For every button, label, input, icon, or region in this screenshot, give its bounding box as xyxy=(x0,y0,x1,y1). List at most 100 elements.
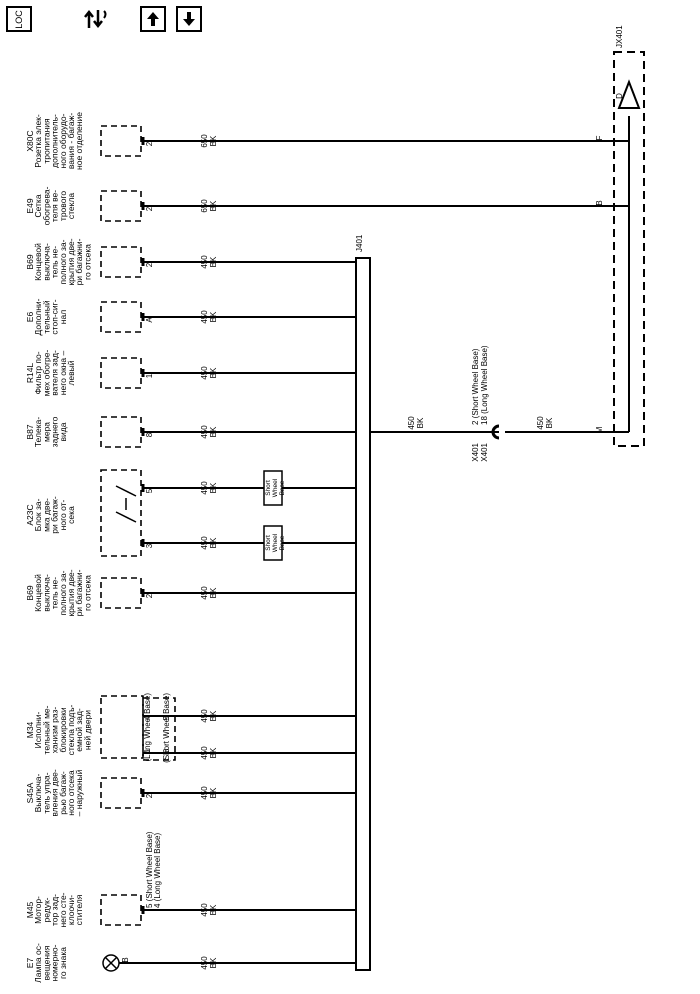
component-x80c-label: дополнитель- xyxy=(50,114,60,168)
component-m45-label: него сте- xyxy=(58,892,68,927)
component-b69b-label: крытия две- xyxy=(66,569,76,616)
a23c-switch-contact-1 xyxy=(115,485,137,497)
wire-e49-gauge: 650 xyxy=(200,199,209,213)
component-r14l-label: вателя зад- xyxy=(50,350,60,396)
component-m34-pin1: 1 xyxy=(143,748,152,753)
component-e6-pin: A xyxy=(145,317,154,323)
component-m45-label: редук- xyxy=(41,897,51,922)
wire-x80c-gauge: 650 xyxy=(200,134,209,148)
jx401-pin-m: M xyxy=(595,426,604,433)
component-a23c-connector-box xyxy=(100,469,142,557)
component-s45a-pin: 2 xyxy=(145,793,154,798)
e7-lamp-cross-2 xyxy=(104,956,118,970)
wire-x401-jx401-color: BK xyxy=(545,417,554,428)
component-m45-label: тор зад- xyxy=(50,894,60,926)
wire-x80c-color: BK xyxy=(209,135,218,146)
wire-x401-jx401-gauge: 450 xyxy=(536,416,545,430)
component-b69b-label: Концевой xyxy=(33,574,43,612)
swap-arrows-icon xyxy=(84,9,107,29)
component-r14l-label: Фильтр по- xyxy=(33,351,43,394)
component-e7-label: го знака xyxy=(58,947,68,979)
component-m45-pin-short: 5 (Short Wheel Base) xyxy=(145,831,154,908)
wire-m45-color: BK xyxy=(209,904,218,915)
component-e6-label: тельный xyxy=(41,300,51,333)
jx401-label: JX401 xyxy=(615,25,624,48)
short-wheel-base-label: Wheel xyxy=(272,533,279,552)
wire-j401-x401-color: BK xyxy=(416,417,425,428)
component-b69b-connector-box xyxy=(100,577,142,609)
wire-e49-color: BK xyxy=(209,200,218,211)
component-e49-connector-box xyxy=(100,190,142,222)
component-b87-connector-box xyxy=(100,416,142,448)
component-b69a-label: Концевой xyxy=(33,243,43,281)
component-s45a-label: рью багаж- xyxy=(58,771,68,815)
component-m34-label: блокировки xyxy=(58,707,68,752)
component-m45-label: стителя xyxy=(74,894,84,925)
component-b69a-label: ри багажни- xyxy=(74,238,84,285)
x401-inline-connector-symbol xyxy=(491,424,500,440)
component-b69b-label: B69 xyxy=(25,585,35,600)
loc-button[interactable]: LOC xyxy=(6,6,32,32)
component-e6-label: E6 xyxy=(25,312,35,323)
component-e49-label: обогрева- xyxy=(41,186,51,225)
component-s45a-label: – наружный xyxy=(74,769,84,816)
wire-e7-gauge: 450 xyxy=(200,956,209,970)
component-b69b-pin: 2 xyxy=(145,593,154,598)
component-b69b-label: выключа- xyxy=(41,574,51,612)
component-b69b-label: го отсека xyxy=(82,575,92,611)
component-e7-label: E7 xyxy=(25,958,35,969)
component-m34-connector-box xyxy=(100,695,144,759)
swap-button[interactable] xyxy=(82,6,108,32)
wire-b69b-gauge: 450 xyxy=(200,586,209,600)
component-m34-label: ней двери xyxy=(82,710,92,750)
component-m34-long-note: (Long Wheel Base) xyxy=(143,693,152,762)
up-button[interactable] xyxy=(140,6,166,32)
j401-label: J401 xyxy=(355,234,364,252)
short-wheel-base-label: Base xyxy=(279,535,286,550)
component-x80c-connector-box xyxy=(100,125,142,157)
short-wheel-base-label: Short xyxy=(265,480,272,496)
component-x80c-label: Розетка элек- xyxy=(33,114,43,168)
component-m34-label: Исполни- xyxy=(33,711,43,748)
component-s45a-label: S45A xyxy=(25,782,35,803)
jx401-pin-b: B xyxy=(595,200,604,205)
component-m34-label: стекла подъ- xyxy=(66,704,76,755)
wire-m34-long-color: BK xyxy=(209,710,218,721)
component-a23c-pin3: 3 xyxy=(145,543,154,548)
short-wheel-base-label: Short xyxy=(265,535,272,551)
component-e49-label: теля ве- xyxy=(50,190,60,222)
wire-r14l-color: BK xyxy=(209,367,218,378)
wire-b69b-color: BK xyxy=(209,587,218,598)
wire-m34-short-color: BK xyxy=(209,747,218,758)
wire-a23c-pin3-color: BK xyxy=(209,537,218,548)
component-e49-label: трового xyxy=(58,191,68,221)
short-wheel-base-label: Wheel xyxy=(272,478,279,497)
component-e49-label: стекла xyxy=(66,193,76,220)
component-r14l-label: левый xyxy=(66,360,76,385)
component-m34-sub-box xyxy=(142,697,176,761)
component-m34-pin5: 5 xyxy=(162,715,171,720)
component-m34-label: M34 xyxy=(25,721,35,738)
component-m45-label: клоочи- xyxy=(66,895,76,925)
component-s45a-label: ного отсека xyxy=(66,770,76,816)
component-m34-label: емной зад- xyxy=(74,708,84,752)
down-button[interactable] xyxy=(176,6,202,32)
component-m34-label: ханизм раз- xyxy=(50,707,60,754)
wire-s45a-gauge: 450 xyxy=(200,786,209,800)
component-x80c-label: вания - багаж- xyxy=(66,113,76,169)
component-b87-label: B87 xyxy=(25,424,35,439)
component-e7-label: номерно- xyxy=(50,944,60,981)
wire-e7-color: BK xyxy=(209,957,218,968)
component-m45-label: Мотор- xyxy=(33,896,43,924)
x401-label-1: X401 xyxy=(471,442,480,461)
wire-s45a-color: BK xyxy=(209,787,218,798)
arrow-up-icon xyxy=(147,12,159,26)
wire-e6-color: BK xyxy=(209,311,218,322)
a23c-switch-contact-2 xyxy=(115,511,137,523)
wire-a23c-pin5-gauge: 450 xyxy=(200,481,209,495)
component-m34-short-note: (Short Wheel Base) xyxy=(162,693,171,763)
component-b87-pin: 8 xyxy=(145,432,154,437)
component-b87-label: мера xyxy=(41,422,51,442)
loc-icon: LOC xyxy=(13,9,24,29)
